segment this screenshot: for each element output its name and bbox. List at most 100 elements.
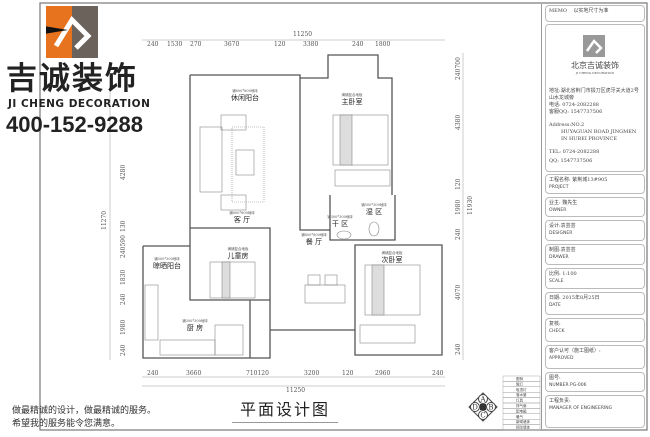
dimension-bottom: 3200 [304, 370, 319, 377]
title-field-cn: 工程负责: [549, 398, 571, 404]
dimension-top-total: 11250 [293, 31, 312, 38]
title-field: 业主: 魏先生 OWNER [545, 197, 645, 217]
title-field-en: PROJECT [549, 185, 569, 190]
legend-item: 新砌墙体 [516, 419, 530, 424]
title-field-en: DESIGNER [549, 231, 573, 236]
title-field-cn: 业主: 魏先生 [549, 200, 578, 206]
title-field-cn: 客户认可（施工图纸）: [549, 348, 601, 354]
dimension-top: 270 [190, 41, 202, 48]
dimension-top: 3670 [224, 41, 239, 48]
dimension-top: 1800 [375, 41, 390, 48]
legend-item: 图例 [516, 376, 524, 381]
legend-item: 灯具 [516, 398, 524, 403]
memo-label: MEMO [549, 8, 567, 14]
room-name: 次卧室 [382, 255, 403, 264]
dimension-bottom: 2960 [375, 370, 390, 377]
dimension-left: 130 [120, 220, 127, 232]
compass-c: C [480, 412, 485, 420]
title-field: 图号:NUMBER PG-006 [545, 372, 645, 392]
dimension-right: 1980 [455, 200, 462, 215]
room-name: 餐 厅 [306, 237, 322, 246]
legend-item: 拆除墙体 [516, 425, 530, 430]
dimension-top: 240 [352, 41, 364, 48]
title-field-cn: 日期: 2015年8月25日 [549, 295, 600, 301]
legend-item: 暖气 [516, 414, 524, 419]
address-en-3: IN HUBEI PROVINCE [561, 136, 617, 142]
sheet-border [39, 2, 648, 431]
dimension-left: 240590 [120, 235, 127, 258]
room-floor-note: 满铺复合地板 [342, 92, 363, 97]
room-floor-note: 满铺复合地板 [228, 246, 249, 251]
legend-item: 排气扇 [516, 403, 527, 408]
room-name: 厨 房 [187, 323, 203, 332]
title-field: 工程负责:MANAGER OF ENGINEERING [545, 395, 645, 428]
room-name: 儿童房 [228, 251, 249, 260]
room-floor-note: 铺800*800地砖 [232, 88, 258, 93]
room-floor-note: 铺300*300地砖 [154, 256, 180, 261]
title-field-cn: 工程名称: 紫荆城13#905 [549, 177, 608, 183]
legend-row [502, 424, 541, 431]
dimension-left: 1980 [120, 320, 127, 335]
title-field-en: DATE [549, 303, 561, 308]
room-floor-note: 铺800*800地砖 [301, 232, 327, 237]
slogan-line-2: 希望我的服务能令您满意。 [12, 419, 121, 429]
furniture [144, 114, 421, 356]
dimension-right: 240 [455, 228, 462, 240]
dimension-bottom: 120 [342, 370, 354, 377]
title-field-cn: 制图:袁芸芸 [549, 247, 576, 253]
title-field-en: APPROVED [549, 356, 574, 361]
compass-d: D [472, 404, 478, 412]
slogan-line-1: 做最精诚的设计，做最精诚的服务。 [12, 406, 157, 416]
address-cn: 地址:湖北省荆门市掇刀区虎牙关大道2号山水龙城旁 [549, 88, 639, 101]
room-floor-note: 铺300*300地砖 [361, 202, 387, 207]
memo-value: 以实地尺寸为准 [573, 8, 609, 14]
title-field-cn: 比例: 1:100 [549, 271, 577, 277]
dimension-left: 240 [120, 293, 127, 305]
room-labels: 铺800*800地砖休闲阳台满铺复合地板主卧室铺800*800地砖客 厅铺300… [153, 88, 403, 332]
title-field-en: SCALE [549, 279, 564, 284]
dimension-top: 3380 [303, 41, 318, 48]
drawing-title: 平面设计图 [232, 396, 339, 423]
dimension-top: 240 [147, 41, 159, 48]
company-logo-icon [583, 35, 605, 57]
title-field-en: OWNER [549, 208, 567, 213]
dimension-bottom: 240 [432, 370, 444, 377]
qq-en: QQ: 1547737506 [549, 158, 593, 164]
title-field: 客户认可（施工图纸）: APPROVED [545, 345, 645, 369]
walls [142, 54, 443, 359]
room-floor-note: 满铺复合地板 [382, 250, 403, 255]
legend-item: 吸顶灯 [516, 387, 527, 392]
room-name: 湿 区 [366, 207, 382, 216]
room-name: 干 区 [332, 220, 348, 228]
dimension-bottom: 240 [147, 370, 159, 377]
company-name: 北京吉诚装饰 [571, 61, 619, 70]
legend-item: 落水管 [516, 392, 527, 397]
company-name-en: JI CHENG DECORATION [575, 71, 615, 75]
address-en-1: Address:NO.2 [549, 122, 585, 128]
room-floor-note: 铺800*800地砖 [229, 210, 255, 215]
title-field-cn: 复核: [549, 321, 561, 327]
dimension-right: 240700 [455, 57, 462, 80]
legend-item: 配电箱 [516, 408, 527, 413]
dimension-bottom-total: 11250 [286, 387, 305, 394]
memo-box: MEMO 以实地尺寸为准 [545, 5, 645, 22]
dimension-left: 4280 [120, 165, 127, 180]
title-field-en: NUMBER PG-006 [549, 383, 587, 388]
qq-cn: 客服QQ: 1547737506 [549, 109, 603, 115]
dimension-right-total: 11930 [467, 196, 474, 215]
dimension-right: 240 [455, 343, 462, 355]
dimension-right: 120 [455, 178, 462, 190]
title-block: MEMO 以实地尺寸为准 北京吉诚装饰 JI CHENG DECORATION … [541, 4, 648, 429]
legend-item: 筒灯 [516, 381, 524, 386]
dimension-top: 120 [274, 41, 286, 48]
dimension-bottom: 3660 [186, 370, 201, 377]
title-field-en: CHECK [549, 329, 565, 334]
room-name: 休闲阳台 [231, 93, 259, 102]
room-name: 晾晒阳台 [153, 261, 181, 270]
